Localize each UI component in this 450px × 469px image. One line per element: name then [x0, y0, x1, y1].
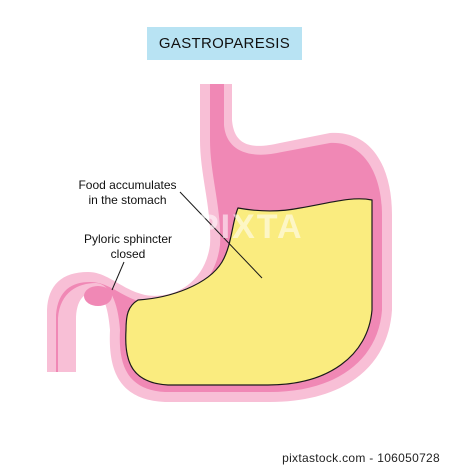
label-pyloric-text: Pyloric sphincter closed	[83, 232, 173, 261]
footer-bar: pixtastock.com - 106050728	[0, 447, 450, 469]
pyloric-pointer-line	[111, 261, 125, 291]
label-pyloric-sphincter: Pyloric sphincter closed	[78, 232, 178, 262]
title-box: GASTROPARESIS	[147, 27, 302, 60]
watermark: PIXTA	[196, 208, 304, 246]
label-food-accumulates: Food accumulates in the stomach	[70, 178, 185, 208]
food-pointer-line	[179, 191, 263, 279]
pyloric-sphincter	[84, 286, 112, 306]
label-food-text: Food accumulates in the stomach	[78, 178, 177, 207]
stomach-diagram	[47, 84, 392, 402]
footer-credit: pixtastock.com - 106050728	[282, 451, 440, 465]
diagram-title: GASTROPARESIS	[158, 35, 291, 52]
food-contents	[125, 198, 373, 386]
